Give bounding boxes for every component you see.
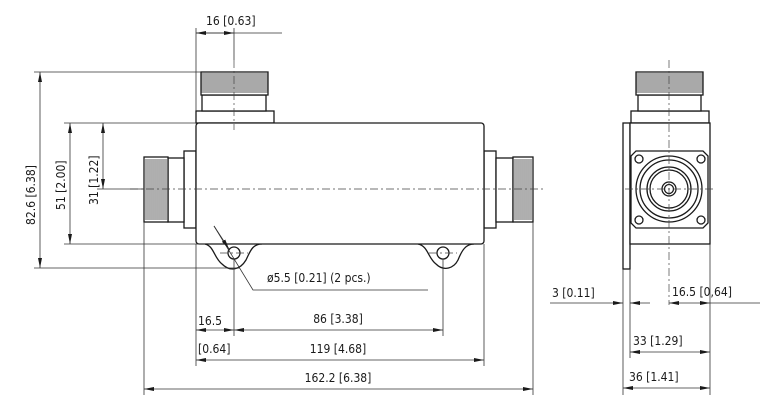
dim-total-height: 82.6 [6.38] xyxy=(24,165,38,225)
dim-hole: ø5.5 [0.21] (2 pcs.) xyxy=(267,271,371,285)
mounting-lug-right xyxy=(417,243,475,270)
mounting-lug-left xyxy=(204,243,263,270)
screw-hole xyxy=(634,215,644,225)
dim-half-width: 16.5 [0,64] xyxy=(672,285,732,299)
side-body xyxy=(629,122,711,245)
dim-body-length: 119 [4.68] xyxy=(310,342,366,356)
dim-hole-offset: 16.5 xyxy=(198,314,222,328)
dim-total-width: 36 [1.41] xyxy=(629,370,679,384)
dim-plate: 3 [0.11] xyxy=(552,286,595,300)
front-view: 16 [0.63] 82.6 [6.38] 51 [2.00] 31 [1.22… xyxy=(24,14,545,395)
mounting-plate xyxy=(622,122,631,270)
dim-top-connector: 16 [0.63] xyxy=(206,14,256,28)
dim-hole-offset-inch: [0.64] xyxy=(198,342,230,356)
left-connector xyxy=(143,150,197,229)
side-view: 3 [0.11] 16.5 [0,64] 33 [1.29] 36 [1.41] xyxy=(550,60,760,395)
screw-hole xyxy=(696,154,706,164)
screw-hole xyxy=(696,215,706,225)
dim-connector-axis: 31 [1.22] xyxy=(87,155,101,205)
dim-total-length: 162.2 [6.38] xyxy=(305,371,372,385)
dim-body-width: 33 [1.29] xyxy=(633,334,683,348)
screw-hole xyxy=(634,154,644,164)
dim-hole-spacing: 86 [3.38] xyxy=(313,312,363,326)
dim-body-height: 51 [2.00] xyxy=(54,160,68,210)
coupler-body xyxy=(195,122,485,245)
connector-flange xyxy=(630,150,709,229)
right-connector xyxy=(483,150,534,229)
top-connector xyxy=(195,71,275,124)
